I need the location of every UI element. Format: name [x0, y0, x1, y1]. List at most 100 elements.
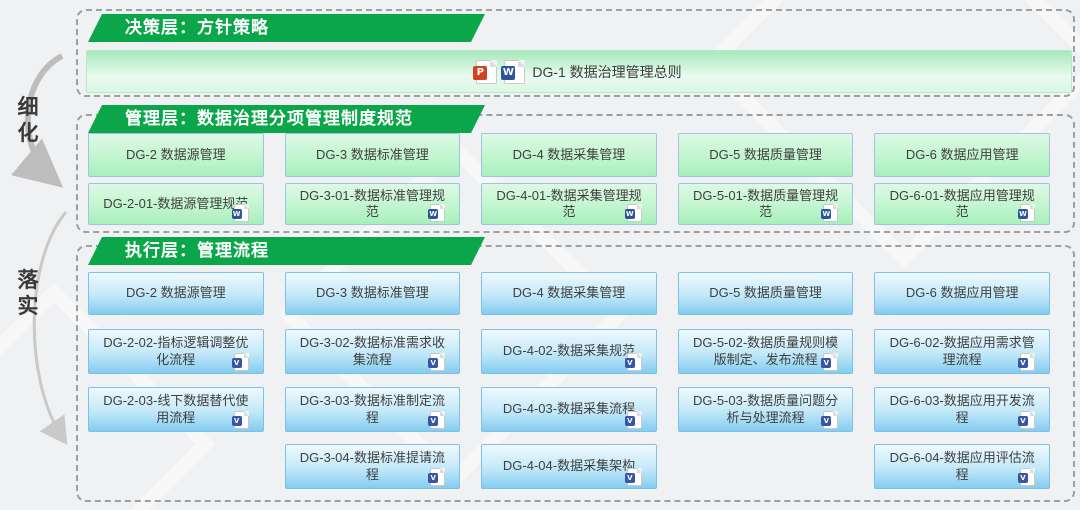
box-label: DG-4-02-数据采集规范: [502, 343, 636, 359]
visio-letter: V: [1017, 358, 1028, 368]
implement-label: 落实: [17, 269, 39, 319]
visio-file-icon: V: [624, 411, 642, 429]
box-label: DG-3-01-数据标准管理规范: [299, 187, 445, 219]
box-label: DG-2-02-指标逻辑调整优化流程: [103, 335, 249, 367]
visio-letter: V: [231, 416, 242, 426]
visio-file-icon: V: [231, 411, 249, 429]
execution-category-row: DG-2 数据源管理 DG-3 数据标准管理 DG-4 数据采集管理 DG-5 …: [88, 272, 1050, 315]
visio-file-icon: V: [1017, 411, 1035, 429]
ppt-letter: P: [473, 65, 488, 80]
refine-arrow: [11, 53, 64, 188]
visio-file-icon: V: [821, 353, 839, 371]
box-dg2-datasource-management: DG-2 数据源管理: [88, 133, 264, 177]
box-label: DG-4 数据采集管理: [512, 285, 626, 301]
box-label: DG-3-02-数据标准需求收集流程: [299, 335, 445, 367]
word-letter: W: [624, 209, 635, 219]
visio-letter: V: [1017, 473, 1028, 483]
execution-layer-section: [76, 245, 1075, 502]
visio-letter: V: [821, 358, 832, 368]
box-dg6-application-management: DG-6 数据应用管理: [874, 272, 1050, 315]
word-letter: W: [1017, 209, 1028, 219]
box-label: DG-4-04-数据采集架构: [502, 458, 636, 474]
visio-file-icon: V: [624, 353, 642, 371]
word-file-icon: W: [428, 204, 446, 222]
box-label: DG-5-03-数据质量问题分析与处理流程: [692, 393, 839, 425]
decision-layer-section: [76, 9, 1075, 97]
visio-letter: V: [428, 416, 439, 426]
box-dg6-application-management: DG-6 数据应用管理: [874, 133, 1050, 177]
dg1-master-policy-bar: P W DG-1 数据治理管理总则: [86, 50, 1072, 93]
box-dg3-standard-management: DG-3 数据标准管理: [284, 272, 461, 315]
visio-file-icon: V: [1017, 468, 1035, 486]
visio-file-icon: V: [231, 353, 249, 371]
box-dg4-collection-management: DG-4 数据采集管理: [481, 133, 657, 177]
visio-letter: V: [624, 358, 635, 368]
box-label: DG-5-02-数据质量规则模版制定、发布流程: [692, 335, 839, 367]
box-dg4-collection-management: DG-4 数据采集管理: [481, 272, 657, 315]
left-flow-arrows: [11, 53, 68, 445]
box-dg2-datasource-management: DG-2 数据源管理: [88, 272, 264, 315]
box-dg5-quality-management: DG-5 数据质量管理: [677, 272, 854, 315]
word-file-icon: W: [624, 204, 642, 222]
box-dg5-quality-management: DG-5 数据质量管理: [677, 133, 854, 177]
box-label: DG-6-03-数据应用开发流程: [889, 393, 1035, 425]
powerpoint-file-icon: P: [473, 59, 498, 84]
box-label: DG-4 数据采集管理: [512, 146, 626, 162]
box-label: DG-3-03-数据标准制定流程: [299, 393, 445, 425]
word-file-icon: W: [231, 204, 249, 222]
implement-arrow: [32, 211, 68, 445]
execution-layer-banner: 执行层：管理流程: [88, 237, 485, 265]
box-label: DG-3 数据标准管理: [316, 285, 429, 301]
box-label: DG-2-01-数据源管理规范: [103, 195, 249, 211]
box-label: DG-6-04-数据应用评估流程: [889, 450, 1035, 482]
box-label: DG-2 数据源管理: [125, 285, 226, 301]
box-label: DG-2-03-线下数据替代使用流程: [103, 393, 249, 425]
management-layer-section: [76, 114, 1075, 233]
visio-letter: V: [1017, 416, 1028, 426]
word-file-icon: W: [501, 59, 526, 84]
visio-letter: V: [624, 473, 635, 483]
visio-letter: V: [428, 358, 439, 368]
box-label: DG-5-01-数据质量管理规范: [692, 187, 839, 219]
word-letter: W: [501, 65, 516, 80]
dg1-label: DG-1 数据治理管理总则: [532, 63, 682, 80]
management-category-row: DG-2 数据源管理 DG-3 数据标准管理 DG-4 数据采集管理 DG-5 …: [88, 133, 1050, 177]
box-label: DG-4-01-数据采集管理规范: [496, 187, 642, 219]
word-file-icon: W: [1017, 204, 1035, 222]
box-label: DG-5 数据质量管理: [709, 146, 822, 162]
box-dg3-standard-management: DG-3 数据标准管理: [284, 133, 461, 177]
visio-file-icon: V: [428, 411, 446, 429]
management-layer-banner: 管理层：数据治理分项管理制度规范: [88, 105, 485, 133]
word-letter: W: [821, 209, 832, 219]
box-label: DG-3-04-数据标准提请流程: [299, 450, 445, 482]
word-letter: W: [428, 209, 439, 219]
visio-file-icon: V: [821, 411, 839, 429]
visio-file-icon: V: [428, 353, 446, 371]
visio-letter: V: [428, 473, 439, 483]
visio-letter: V: [821, 416, 832, 426]
box-label: DG-6 数据应用管理: [905, 146, 1019, 162]
visio-file-icon: V: [428, 468, 446, 486]
visio-file-icon: V: [624, 468, 642, 486]
word-letter: W: [231, 209, 242, 219]
decision-layer-banner: 决策层：方针策略: [88, 14, 485, 42]
